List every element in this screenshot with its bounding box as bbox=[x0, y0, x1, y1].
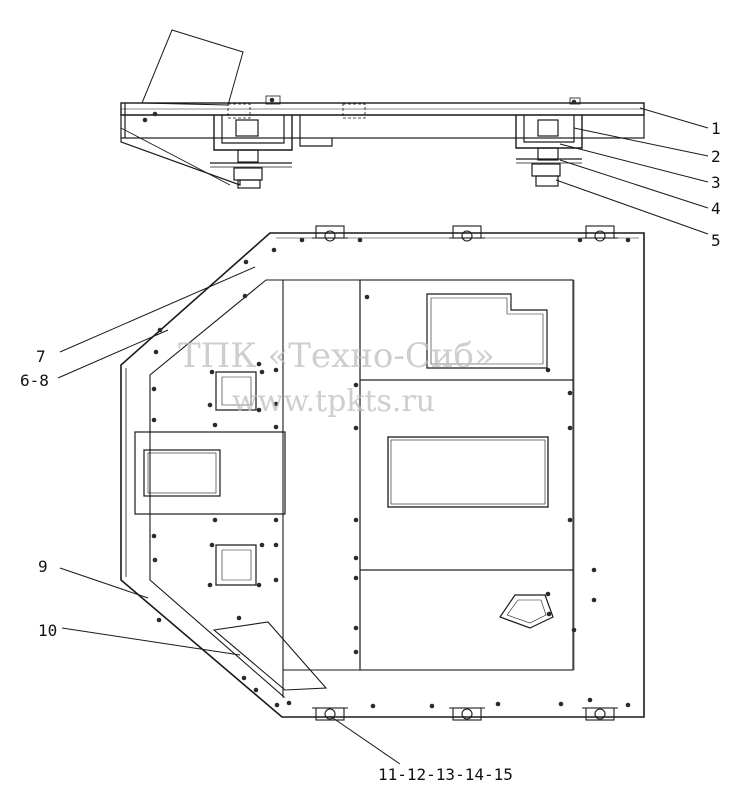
fastener-dot bbox=[571, 627, 577, 633]
fastener-dot bbox=[243, 259, 249, 265]
callout-2: 2 bbox=[711, 147, 721, 166]
fastener-dot bbox=[364, 294, 370, 300]
fastener-dot bbox=[353, 555, 359, 561]
fastener-dot bbox=[151, 417, 157, 423]
fastener-dot bbox=[567, 517, 573, 523]
fastener-dot bbox=[567, 425, 573, 431]
callout-9: 9 bbox=[38, 557, 48, 576]
fastener-dot bbox=[625, 702, 631, 708]
fastener-dot bbox=[545, 591, 551, 597]
fastener-dot bbox=[353, 425, 359, 431]
fastener-dot bbox=[625, 237, 631, 243]
fastener-dot bbox=[273, 401, 279, 407]
fastener-dot bbox=[209, 542, 215, 548]
fastener-dot bbox=[495, 701, 501, 707]
fastener-dot bbox=[370, 703, 376, 709]
callout-11-15: 11-12-13-14-15 bbox=[378, 765, 513, 784]
fastener-dot bbox=[256, 582, 262, 588]
fastener-dot bbox=[269, 97, 275, 103]
fastener-dot bbox=[571, 99, 577, 105]
callout-7: 7 bbox=[36, 347, 46, 366]
clamp-mounts bbox=[312, 225, 618, 721]
panel-outline bbox=[120, 232, 645, 718]
fastener-dot bbox=[212, 517, 218, 523]
side-view bbox=[120, 29, 645, 189]
fastener-dot bbox=[209, 369, 215, 375]
callout-10: 10 bbox=[38, 621, 57, 640]
fastener-dot bbox=[253, 687, 259, 693]
fastener-dot bbox=[587, 697, 593, 703]
fastener-dot bbox=[256, 361, 262, 367]
fastener-dot bbox=[353, 649, 359, 655]
fastener-dot bbox=[591, 567, 597, 573]
fastener-dot bbox=[353, 575, 359, 581]
callout-5: 5 bbox=[711, 231, 721, 250]
fastener-dot bbox=[274, 702, 280, 708]
fastener-dot bbox=[142, 117, 148, 123]
fastener-dot bbox=[212, 422, 218, 428]
callout-3: 3 bbox=[711, 173, 721, 192]
fastener-dot bbox=[273, 424, 279, 430]
fastener-dot bbox=[259, 369, 265, 375]
watermark-url: www.tpkts.ru bbox=[232, 384, 435, 419]
fastener-dot bbox=[429, 703, 435, 709]
fastener-dot bbox=[273, 367, 279, 373]
fastener-dot bbox=[353, 517, 359, 523]
fastener-dot bbox=[357, 237, 363, 243]
fastener-dot bbox=[577, 237, 583, 243]
fastener-dot bbox=[152, 557, 158, 563]
fastener-dot bbox=[273, 577, 279, 583]
fastener-dot bbox=[299, 237, 305, 243]
fastener-dot bbox=[353, 625, 359, 631]
fastener-dot bbox=[545, 367, 551, 373]
fastener-dot bbox=[153, 349, 159, 355]
fastener-dot bbox=[558, 701, 564, 707]
fastener-dot bbox=[157, 327, 163, 333]
fastener-dot bbox=[241, 675, 247, 681]
fastener-dot bbox=[152, 111, 158, 117]
fastener-dot bbox=[353, 382, 359, 388]
fastener-dot bbox=[207, 582, 213, 588]
callout-6-8: 6-8 bbox=[20, 371, 49, 390]
fastener-dot bbox=[256, 407, 262, 413]
fastener-dot bbox=[259, 542, 265, 548]
fastener-dot bbox=[567, 390, 573, 396]
watermark: ТПК «Техно-Сиб» www.tpkts.ru bbox=[178, 336, 495, 419]
fastener-dot bbox=[151, 533, 157, 539]
fastener-dots bbox=[142, 97, 631, 709]
fastener-dot bbox=[591, 597, 597, 603]
leader-lines bbox=[57, 107, 709, 765]
fastener-dot bbox=[242, 293, 248, 299]
callout-1: 1 bbox=[711, 119, 721, 138]
callout-labels: 1 2 3 4 5 7 6-8 9 10 11-12-13-14-15 bbox=[20, 119, 721, 784]
fastener-dot bbox=[236, 615, 242, 621]
fastener-dot bbox=[207, 402, 213, 408]
fastener-dot bbox=[273, 517, 279, 523]
fastener-dot bbox=[273, 542, 279, 548]
fastener-dot bbox=[286, 700, 292, 706]
fastener-dot bbox=[156, 617, 162, 623]
fastener-dot bbox=[271, 247, 277, 253]
panel-plan-view bbox=[120, 232, 645, 718]
callout-4: 4 bbox=[711, 199, 721, 218]
fastener-dot bbox=[546, 611, 552, 617]
fastener-dot bbox=[151, 386, 157, 392]
watermark-company: ТПК «Техно-Сиб» bbox=[178, 336, 495, 376]
